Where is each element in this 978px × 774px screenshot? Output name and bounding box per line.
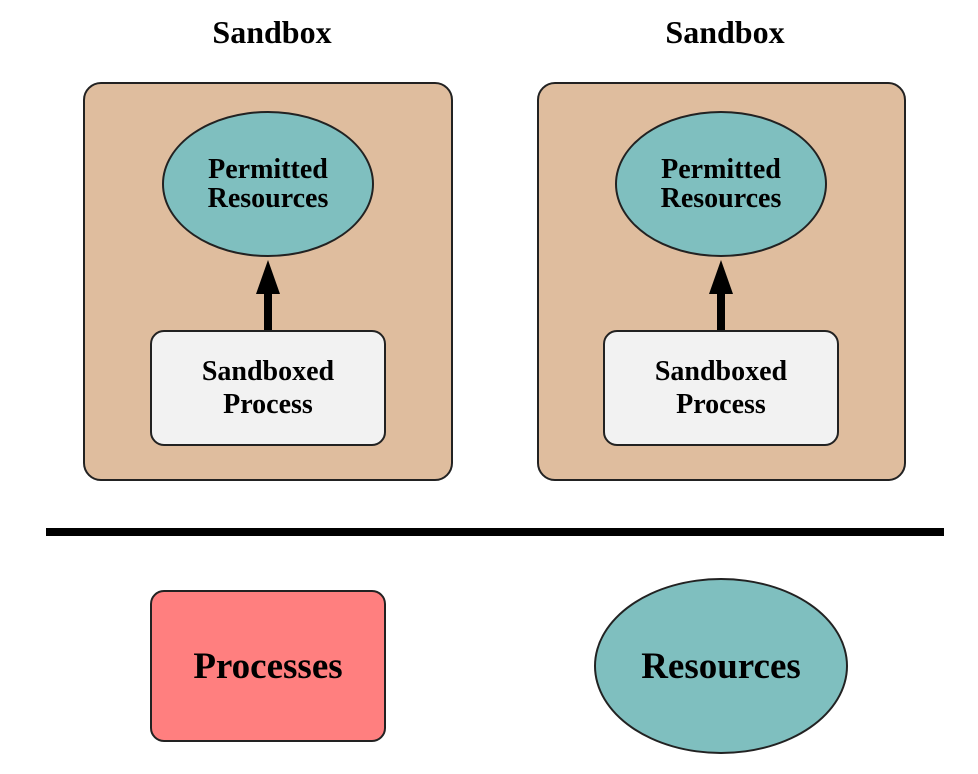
sandboxed-process-right-line1: Sandboxed [654, 356, 788, 387]
sandboxed-process-left-line2: Process [223, 389, 313, 420]
legend-resources: Resources [594, 578, 848, 754]
divider-line [46, 528, 944, 536]
sandboxed-process-left: Sandboxed Process [150, 330, 386, 446]
permitted-resources-right: Permitted Resources [615, 111, 827, 257]
sandbox-title-right: Sandbox [665, 14, 785, 50]
sandboxed-process-right: Sandboxed Process [603, 330, 839, 446]
legend-processes-label: Processes [193, 645, 343, 687]
permitted-resources-right-line2: Resources [660, 183, 782, 214]
permitted-resources-left-line2: Resources [207, 183, 329, 214]
sandbox-title-left: Sandbox [212, 14, 332, 50]
sandboxed-process-right-line2: Process [676, 389, 766, 420]
legend-resources-label: Resources [641, 645, 801, 687]
access-arrow-left [256, 260, 280, 330]
sandboxed-process-left-line1: Sandboxed [201, 356, 335, 387]
legend-processes: Processes [150, 590, 386, 742]
permitted-resources-right-line1: Permitted [661, 154, 781, 185]
access-arrow-right [709, 260, 733, 330]
permitted-resources-left: Permitted Resources [162, 111, 374, 257]
permitted-resources-left-line1: Permitted [208, 154, 328, 185]
